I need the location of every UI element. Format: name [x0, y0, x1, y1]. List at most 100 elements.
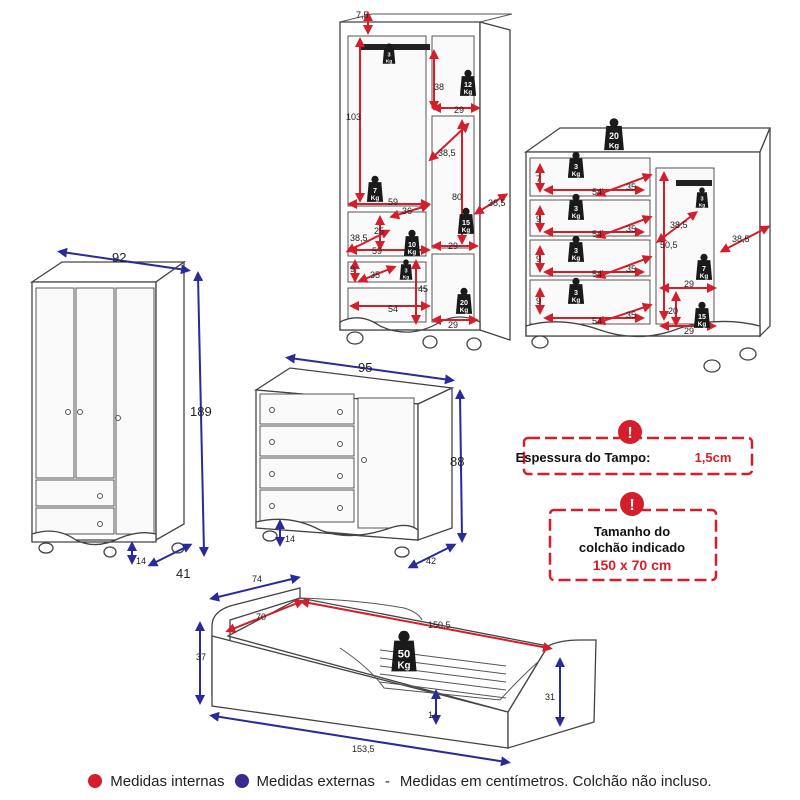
wardrobe-int-shelf-width: 29 — [454, 105, 464, 115]
dresser-int-depth: 38,5 — [732, 234, 750, 244]
wardrobe-int-bottom-shelf: 29 — [448, 320, 458, 330]
bed-clearance: 14 — [428, 710, 438, 720]
weight-icon-wardrobe-rod: 3Kg — [382, 43, 396, 64]
weight-value: 20 — [460, 298, 468, 307]
legend: Medidas internas Medidas externas - Medi… — [0, 766, 800, 796]
weight-icon-dresser-d2: 3Kg — [567, 193, 585, 220]
bed-inner-width: 70 — [256, 612, 266, 622]
weight-value: 10 — [408, 240, 416, 249]
legend-external: Medidas externas — [234, 773, 375, 790]
weight-unit: Kg — [699, 202, 706, 208]
dresser-int-d3-d: 35 — [626, 264, 636, 274]
weight-icon-dresser-d4: 3Kg — [567, 277, 585, 304]
weight-icon-dresser-d1: 3Kg — [567, 151, 585, 178]
weight-value: 3 — [574, 204, 578, 213]
wardrobe-internal-view: 7,5 103 38 29 38,5 80 38,5 59 36 25 38,5… — [339, 10, 513, 351]
weight-icons: 3Kg12Kg7Kg15Kg10Kg3Kg20Kg20Kg3Kg3Kg3Kg3K… — [366, 43, 713, 672]
weight-value: 3 — [574, 288, 578, 297]
internal-dot-icon — [88, 774, 103, 788]
weight-unit: Kg — [371, 195, 380, 202]
svg-text:!: ! — [627, 425, 632, 442]
wardrobe-ext-width: 92 — [112, 250, 126, 265]
svg-text:!: ! — [629, 497, 634, 514]
weight-unit: Kg — [462, 227, 471, 234]
weight-unit: Kg — [403, 274, 410, 280]
wardrobe-ext-feet: 14 — [136, 556, 146, 566]
dresser-int-d4-d: 35 — [626, 310, 636, 320]
wardrobe-int-top: 7,5 — [356, 10, 369, 20]
tampo-thickness-note: ! Espessura do Tampo: 1,5cm — [516, 420, 754, 476]
dresser-ext-width: 95 — [358, 360, 372, 375]
weight-unit: Kg — [572, 297, 581, 304]
mattress-line1: Tamanho do — [594, 524, 670, 539]
dresser-ext-depth: 42 — [426, 556, 436, 566]
wardrobe-int-mid-left: 38,5 — [438, 148, 456, 158]
dresser-int-d2-d: 35 — [626, 224, 636, 234]
wardrobe-int-drawer-width: 59 — [372, 246, 382, 256]
weight-value: 50 — [398, 648, 410, 660]
bed-side-height: 31 — [545, 692, 555, 702]
mattress-size-note: ! Tamanho do colchão indicado 150 x 70 c… — [548, 492, 718, 582]
bed-depth: 74 — [252, 574, 262, 584]
weight-value: 7 — [373, 186, 377, 195]
weight-value: 15 — [462, 218, 470, 227]
wardrobe-int-mid-compart: 80 — [452, 192, 462, 202]
dresser-int-door-h: 50,5 — [660, 240, 678, 250]
weight-unit: Kg — [408, 249, 417, 256]
tampo-label: Espessura do Tampo: — [516, 450, 651, 465]
weight-icon-dresser-rod: 3Kg — [695, 187, 709, 208]
weight-unit: Kg — [700, 273, 709, 280]
legend-separator: - — [384, 772, 390, 790]
dresser-int-d4-w: 54 — [592, 316, 602, 326]
dresser-int-d1-h: 7 — [536, 174, 541, 184]
weight-unit: Kg — [609, 141, 620, 150]
wardrobe-int-shelf-w2: 29 — [448, 241, 458, 251]
wardrobe-int-hang-lower: 25 — [374, 226, 384, 236]
weight-unit: Kg — [397, 661, 410, 672]
bed-length: 153,5 — [352, 744, 375, 754]
dresser-int-d1-d: 35 — [626, 182, 636, 192]
mattress-value: 150 x 70 cm — [593, 557, 672, 573]
weight-unit: Kg — [386, 58, 393, 64]
weight-unit: Kg — [464, 89, 473, 96]
alert-icon — [618, 420, 642, 444]
weight-icon-wardrobe-drawer-small: 3Kg — [399, 259, 413, 280]
wardrobe-int-small-d: 36 — [402, 206, 412, 216]
bed-head-height: 37 — [196, 652, 206, 662]
dresser-ext-height: 88 — [450, 454, 464, 469]
weight-value: 7 — [702, 264, 706, 273]
weight-value: 15 — [698, 312, 706, 321]
dresser-int-d2-h: 9 — [536, 214, 541, 224]
weight-unit: Kg — [572, 213, 581, 220]
weight-icon-dresser-shelf1: 7Kg — [695, 253, 713, 280]
tampo-value: 1,5cm — [695, 450, 732, 465]
weight-value: 3 — [404, 269, 407, 275]
weight-value: 12 — [464, 80, 472, 89]
wardrobe-int-drawer-w2: 35 — [370, 270, 380, 280]
bed-inner-length: 150,5 — [428, 620, 451, 630]
dresser-int-shelf-w: 29 — [684, 279, 694, 289]
dresser-int-d3-w: 54 — [592, 269, 602, 279]
weight-unit: Kg — [572, 171, 581, 178]
mattress-line2: colchão indicado — [579, 540, 685, 555]
dresser-int-door-inner: 38,5 — [670, 220, 688, 230]
wardrobe-int-hang-height: 103 — [346, 112, 361, 122]
dresser-int-d3-h: 9 — [536, 254, 541, 264]
wardrobe-int-rod-width: 59 — [388, 197, 398, 207]
dresser-int-d4-h: 9 — [536, 296, 541, 306]
weight-value: 3 — [574, 162, 578, 171]
dresser-int-d2-w: 54 — [592, 229, 602, 239]
dresser-ext-feet: 14 — [285, 534, 295, 544]
weight-value: 3 — [387, 53, 390, 59]
weight-unit: Kg — [698, 321, 707, 328]
weight-unit: Kg — [572, 255, 581, 262]
legend-note: Medidas em centímetros. Colchão não incl… — [399, 772, 712, 790]
